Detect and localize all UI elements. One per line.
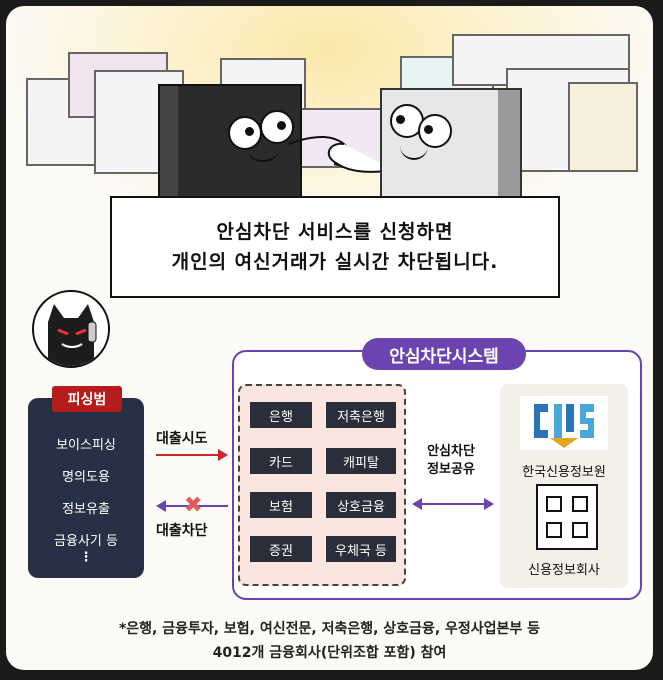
loan-blocked-arrow xyxy=(156,500,228,512)
phisher-item: 보이스피싱 xyxy=(56,438,116,453)
institution-badge: 상호금융 xyxy=(326,492,396,518)
eye-icon xyxy=(228,116,262,150)
phisher-item: 명의도용 xyxy=(62,470,110,485)
pupil xyxy=(277,121,286,130)
loan-attempt-arrow xyxy=(156,449,228,461)
institution-badge: 증권 xyxy=(250,536,312,562)
infographic-card: 안심차단 서비스를 신청하면 개인의 여신거래가 실시간 차단됩니다. 보이스피… xyxy=(6,6,653,670)
loan-blocked-label: 대출차단 xyxy=(156,523,208,539)
building-icon xyxy=(536,484,598,550)
eye-icon xyxy=(390,104,424,138)
loan-attempt-label: 대출시도 xyxy=(156,431,208,447)
speech-box: 안심차단 서비스를 신청하면 개인의 여신거래가 실시간 차단됩니다. xyxy=(110,196,560,298)
phisher-item: 금융사기 등 xyxy=(54,534,118,549)
institution-badge: 저축은행 xyxy=(326,402,396,428)
credit-info-company-name: 신용정보회사 xyxy=(528,563,600,578)
phisher-cat-icon xyxy=(48,304,97,366)
character-side xyxy=(160,86,178,198)
footnote-line-2: 4012개 금융회사(단위조합 포함) 참여 xyxy=(212,645,447,661)
institution-badge: 은행 xyxy=(250,402,312,428)
smile-icon xyxy=(400,146,428,160)
speech-line-2: 개인의 여신거래가 실시간 차단됩니다. xyxy=(171,251,499,273)
phisher-avatar xyxy=(32,290,110,368)
pupil xyxy=(424,125,433,134)
block-x-icon: ✖ xyxy=(184,493,203,518)
window xyxy=(572,522,588,538)
system-title: 안심차단시스템 xyxy=(362,338,526,370)
phisher-item: ⋮ xyxy=(79,550,93,565)
kcis-name: 한국신용정보원 xyxy=(522,465,606,480)
info-share-line-2: 정보공유 xyxy=(427,462,475,477)
institution-badge: 보험 xyxy=(250,492,312,518)
kcis-logo xyxy=(520,396,608,450)
window xyxy=(546,496,562,512)
institution-badge: 카드 xyxy=(250,448,312,474)
info-share-label: 안심차단 정보공유 xyxy=(406,443,496,479)
footnote-line-1: *은행, 금융투자, 보험, 여신전문, 저축은행, 상호금융, 우정사업본부 … xyxy=(118,621,541,637)
kcis-logo-icon xyxy=(534,404,594,448)
speech-line-1: 안심차단 서비스를 신청하면 xyxy=(216,221,454,243)
info-share-arrow xyxy=(412,498,494,510)
institution-badge: 캐피탈 xyxy=(326,448,396,474)
pupil xyxy=(245,127,254,136)
smile-icon xyxy=(246,146,280,162)
window xyxy=(546,522,562,538)
character-side xyxy=(498,90,520,202)
phisher-badge: 피싱범 xyxy=(52,386,122,412)
handshake-icon xyxy=(287,135,395,173)
eye-icon xyxy=(260,110,294,144)
institution-badge: 우체국 등 xyxy=(326,536,396,562)
phisher-panel: 보이스피싱 명의도용 정보유출 금융사기 등 ⋮ xyxy=(28,398,144,578)
phisher-item: 정보유출 xyxy=(62,502,110,517)
info-share-line-1: 안심차단 xyxy=(427,444,475,459)
background-card xyxy=(568,82,638,172)
window xyxy=(572,496,588,512)
eye-icon xyxy=(418,114,452,148)
pupil xyxy=(396,115,405,124)
